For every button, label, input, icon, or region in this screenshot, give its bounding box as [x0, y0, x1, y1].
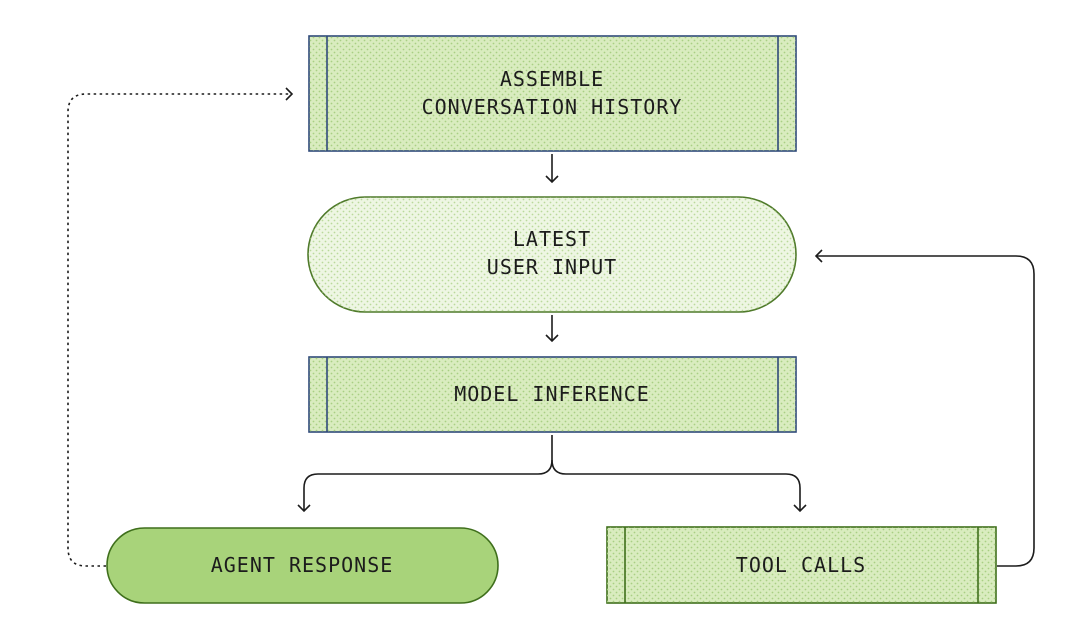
agent-response-label: AGENT RESPONSE [211, 553, 394, 577]
tool-calls-label: TOOL CALLS [736, 553, 866, 577]
latest-user-input-node: LATEST USER INPUT [307, 196, 797, 313]
model-inference-label: MODEL INFERENCE [454, 382, 650, 406]
assemble-label-line1: ASSEMBLE [500, 67, 604, 91]
latest-input-label-line2: USER INPUT [487, 255, 617, 279]
tool-calls-node: TOOL CALLS [606, 526, 997, 604]
latest-input-label-line1: LATEST [513, 227, 591, 251]
model-inference-node: MODEL INFERENCE [308, 356, 797, 433]
agent-response-node: AGENT RESPONSE [106, 527, 499, 604]
arrow-tool-calls-to-input [814, 249, 1035, 567]
assemble-label-line2: CONVERSATION HISTORY [422, 95, 683, 119]
dotted-arrow-agent-response-to-assemble [67, 87, 294, 567]
assemble-conversation-history-node: ASSEMBLE CONVERSATION HISTORY [308, 35, 797, 152]
arrow-inference-to-tool-calls [551, 459, 807, 513]
arrow-inference-to-agent-response [297, 435, 553, 513]
